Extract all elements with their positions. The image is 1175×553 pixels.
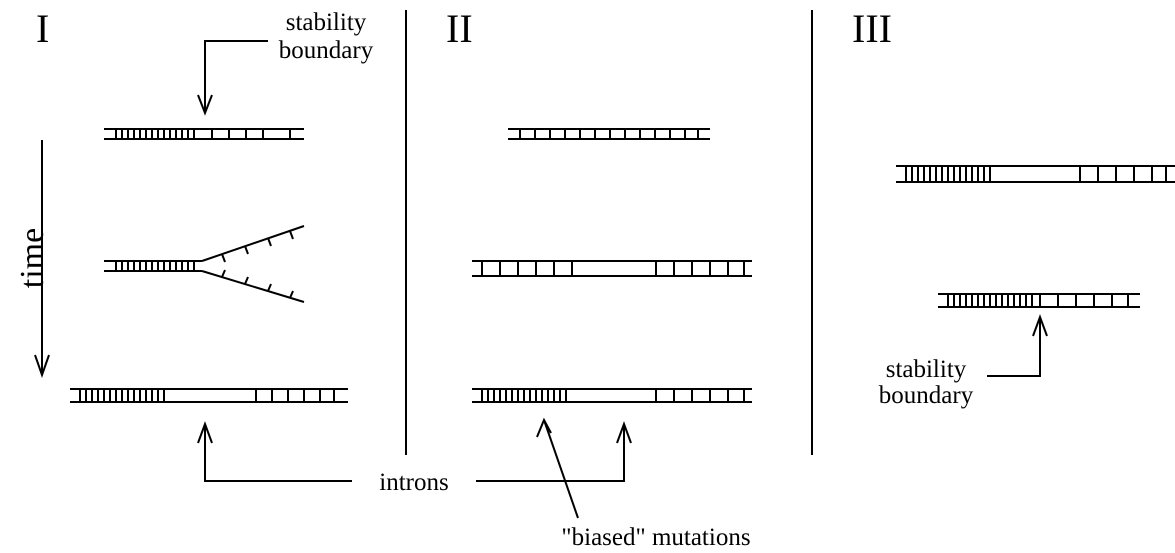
stability-boundary-arrow-bottom	[987, 317, 1041, 377]
panel3-top-strand	[896, 165, 1175, 183]
biased-mutations-arrowhead	[536, 417, 552, 438]
stability-boundary-label-bottom-line1: stability	[886, 356, 967, 383]
stability-boundary-label-top-line1: stability	[286, 9, 367, 36]
panel1-fork-strand	[104, 225, 305, 303]
stability-boundary-label-top-line2: boundary	[279, 37, 374, 64]
stability-boundary-arrow-top	[204, 40, 268, 113]
stability-boundary-arrowhead-top	[197, 94, 213, 116]
panel-label-2: II	[446, 6, 473, 51]
panel3-bottom-strand	[938, 293, 1140, 308]
panel2-middle-strand	[472, 260, 752, 277]
panel1-top-strand	[104, 128, 304, 140]
panel2-top-strand	[508, 128, 710, 140]
biased-mutations-arrow	[543, 419, 579, 519]
panel-label-1: I	[36, 6, 49, 51]
panel2-bottom-strand	[472, 388, 752, 403]
time-label: time	[14, 228, 51, 288]
introns-arrow-left	[204, 424, 352, 482]
panel1-bottom-strand	[70, 388, 348, 403]
stability-boundary-label-bottom-line2: boundary	[879, 382, 974, 409]
time-axis-arrowhead	[34, 354, 50, 379]
stability-boundary-arrowhead-bottom	[1032, 314, 1048, 337]
introns-arrow-right	[476, 424, 625, 482]
introns-arrowhead-left	[197, 421, 213, 444]
biased-mutations-label: "biased" mutations	[561, 524, 750, 551]
panel-label-3: III	[852, 6, 892, 51]
introns-arrowhead-right	[616, 421, 632, 444]
introns-label: introns	[379, 469, 448, 496]
